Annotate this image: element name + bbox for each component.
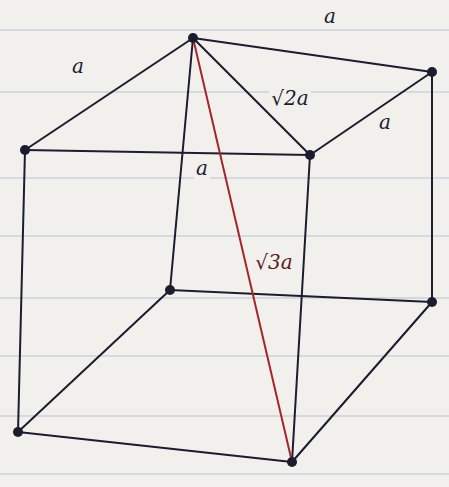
dimension-label: a [322,5,338,27]
dimension-label: a [194,157,210,179]
paper-lines [0,30,449,474]
dimension-label: √3a [253,251,294,273]
dimension-label: a [377,111,393,133]
vertex-dots [13,33,437,467]
cube-edges [18,38,432,462]
dimension-label: a [70,55,86,77]
dimension-label: √2a [269,87,310,109]
